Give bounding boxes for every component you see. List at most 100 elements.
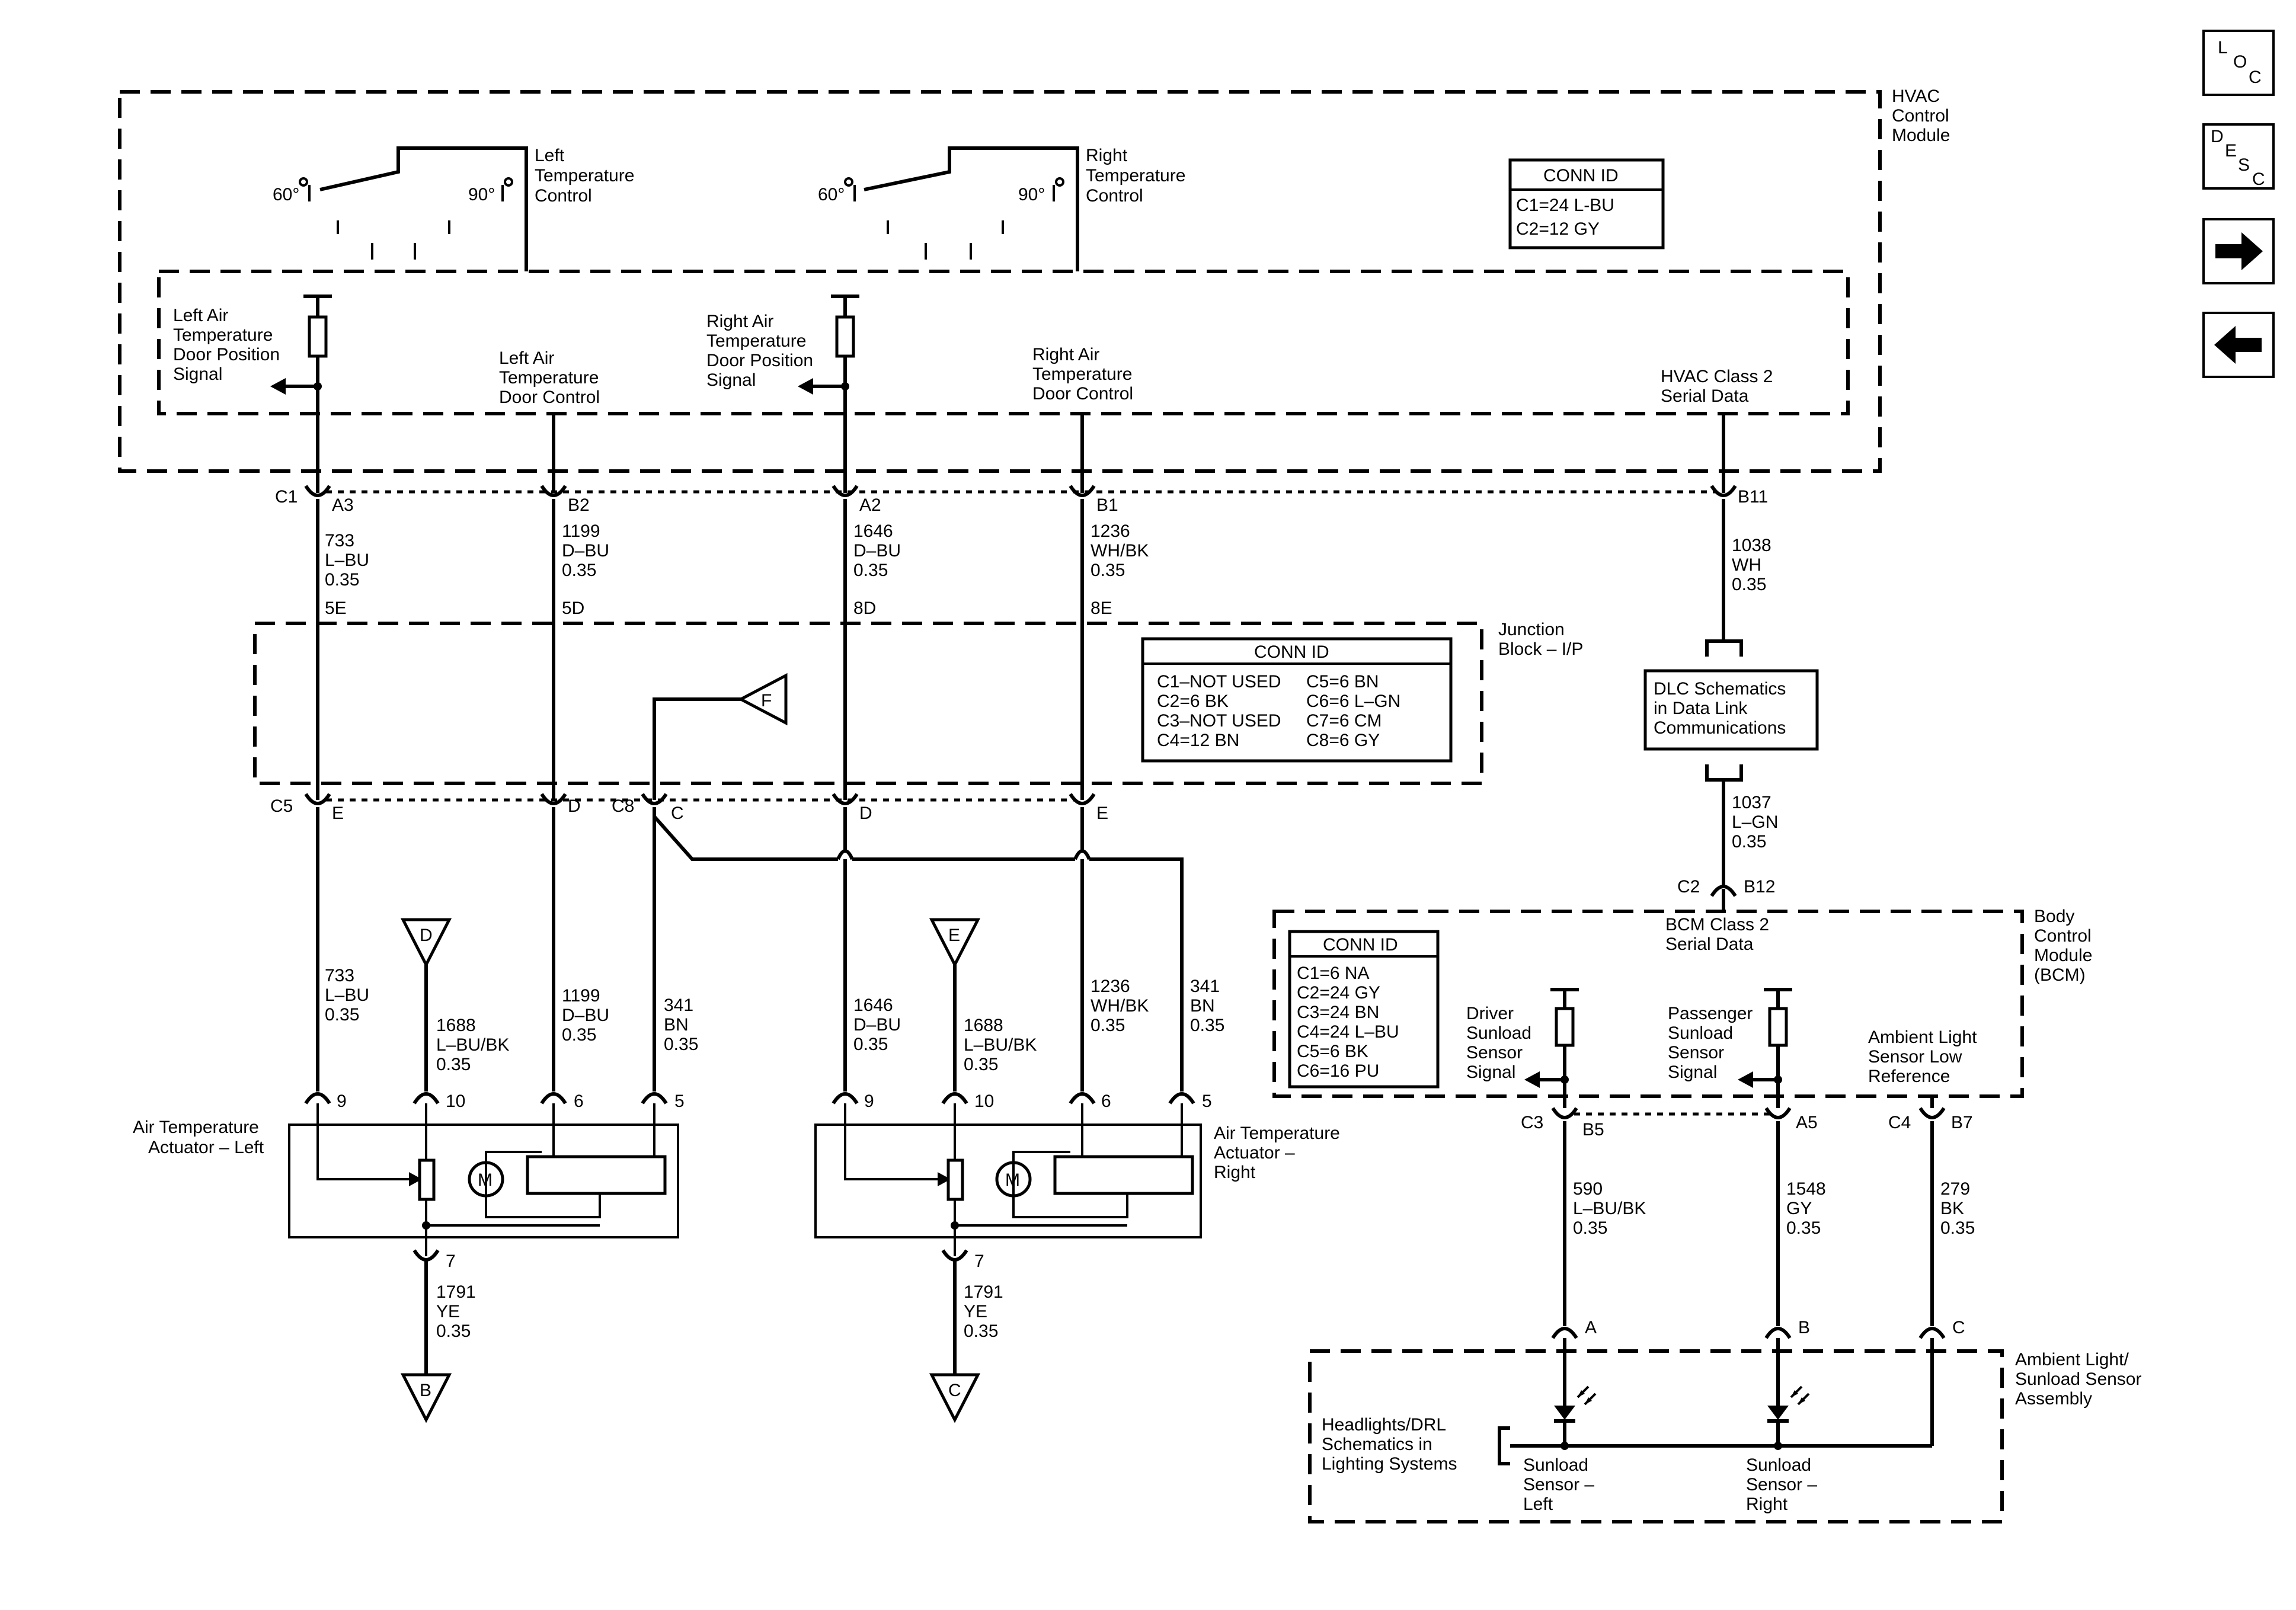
right-door-control-label: Right Air Temperature Door Control bbox=[1032, 345, 1133, 404]
svg-text:1199: 1199 bbox=[562, 521, 600, 541]
svg-text:C2=12 GY: C2=12 GY bbox=[1516, 219, 1600, 239]
svg-text:0.35: 0.35 bbox=[1786, 1218, 1821, 1238]
dlc-reference: DLC Schematics in Data Link Communicatio… bbox=[1643, 639, 1819, 911]
svg-text:0.35: 0.35 bbox=[1732, 832, 1766, 852]
svg-text:B11: B11 bbox=[1738, 487, 1768, 507]
svg-text:590: 590 bbox=[1573, 1179, 1603, 1199]
svg-text:1791: 1791 bbox=[964, 1282, 1003, 1302]
svg-text:Right: Right bbox=[1214, 1163, 1256, 1182]
jb-conn-id-table: CONN ID C1–NOT USED C2=6 BK C3–NOT USED … bbox=[1141, 637, 1453, 763]
hvac-conn-id-table: CONN ID C1=24 L-BU C2=12 GY bbox=[1508, 158, 1665, 249]
svg-text:279: 279 bbox=[1940, 1179, 1970, 1199]
svg-text:C1=24 L-BU: C1=24 L-BU bbox=[1516, 196, 1614, 215]
svg-text:Block – I/P: Block – I/P bbox=[1498, 639, 1583, 659]
svg-text:Temperature: Temperature bbox=[1032, 364, 1132, 384]
previous-button[interactable] bbox=[2202, 312, 2275, 378]
svg-text:Door Control: Door Control bbox=[1032, 384, 1133, 404]
svg-text:D: D bbox=[420, 926, 433, 945]
air-temperature-actuator-left: 9 10 6 5 Air Temperature Actuator – Left… bbox=[133, 1092, 685, 1423]
right-arrow-icon bbox=[2215, 232, 2263, 270]
offpage-e: E bbox=[929, 918, 981, 1092]
svg-text:1646: 1646 bbox=[853, 521, 893, 541]
svg-text:D: D bbox=[568, 796, 581, 816]
svg-text:L–GN: L–GN bbox=[1732, 812, 1778, 832]
hvac-class2-label: HVAC Class 2 Serial Data bbox=[1661, 367, 1773, 406]
svg-text:Temperature: Temperature bbox=[173, 325, 273, 345]
svg-text:A: A bbox=[1585, 1318, 1597, 1337]
hvac-c1-connector: C1 A3 B2 A2 B1 B11 bbox=[275, 485, 1768, 515]
svg-text:Temperature: Temperature bbox=[1086, 166, 1185, 185]
svg-text:7: 7 bbox=[446, 1251, 456, 1271]
svg-text:0.35: 0.35 bbox=[964, 1321, 998, 1341]
svg-text:5: 5 bbox=[1202, 1092, 1212, 1111]
svg-text:Passenger: Passenger bbox=[1668, 1004, 1753, 1023]
svg-text:90°: 90° bbox=[468, 185, 495, 204]
svg-text:WH/BK: WH/BK bbox=[1091, 541, 1149, 561]
svg-text:1688: 1688 bbox=[964, 1016, 1003, 1035]
air-temperature-actuator-right: 9 10 6 5 Air Temperature Actuator – Righ… bbox=[814, 1092, 1340, 1423]
svg-text:5D: 5D bbox=[562, 598, 584, 618]
svg-text:733: 733 bbox=[325, 966, 354, 985]
left-door-position-signal: Left Air Temperature Door Position Signa… bbox=[173, 295, 332, 493]
svg-text:Right Air: Right Air bbox=[706, 312, 773, 331]
svg-text:Communications: Communications bbox=[1654, 718, 1786, 738]
svg-text:WH: WH bbox=[1732, 555, 1761, 575]
svg-text:C3=24 BN: C3=24 BN bbox=[1297, 1003, 1379, 1022]
svg-text:Left: Left bbox=[535, 146, 565, 165]
svg-text:Serial Data: Serial Data bbox=[1665, 934, 1754, 954]
svg-text:C7=6 CM: C7=6 CM bbox=[1306, 711, 1382, 731]
svg-text:Right: Right bbox=[1086, 146, 1128, 165]
svg-text:D–BU: D–BU bbox=[853, 541, 901, 561]
svg-text:O: O bbox=[2233, 52, 2247, 72]
svg-text:C4: C4 bbox=[1888, 1113, 1911, 1132]
offpage-d: D bbox=[400, 918, 452, 1092]
svg-text:10: 10 bbox=[446, 1092, 465, 1111]
svg-text:(BCM): (BCM) bbox=[2034, 965, 2086, 985]
svg-text:Reference: Reference bbox=[1868, 1067, 1950, 1086]
offpage-f-icon bbox=[737, 673, 788, 726]
svg-text:0.35: 0.35 bbox=[964, 1055, 998, 1074]
svg-text:Lighting Systems: Lighting Systems bbox=[1322, 1454, 1457, 1474]
svg-text:7: 7 bbox=[974, 1251, 984, 1271]
svg-text:C1: C1 bbox=[275, 487, 298, 507]
bcm-conn-id-table: CONN ID C1=6 NA C2=24 GY C3=24 BN C4=24 … bbox=[1288, 930, 1440, 1089]
svg-text:0.35: 0.35 bbox=[562, 561, 596, 580]
svg-text:Module: Module bbox=[1892, 126, 1950, 145]
next-button[interactable] bbox=[2202, 218, 2275, 284]
svg-text:1646: 1646 bbox=[853, 996, 893, 1015]
svg-text:0.35: 0.35 bbox=[562, 1025, 596, 1045]
loc-button[interactable]: L O C bbox=[2202, 30, 2275, 96]
svg-text:CONN ID: CONN ID bbox=[1323, 935, 1398, 955]
svg-text:C: C bbox=[948, 1381, 961, 1400]
svg-text:Ambient Light/: Ambient Light/ bbox=[2015, 1350, 2129, 1369]
svg-text:C1–NOT USED: C1–NOT USED bbox=[1157, 672, 1281, 692]
svg-text:C4=24 L–BU: C4=24 L–BU bbox=[1297, 1022, 1399, 1042]
svg-text:C5=6 BK: C5=6 BK bbox=[1297, 1042, 1368, 1061]
hvac-control-module: HVAC Control Module 60° 90° Left Tempera… bbox=[118, 87, 1950, 493]
svg-text:6: 6 bbox=[1101, 1092, 1111, 1111]
svg-text:C2: C2 bbox=[1677, 877, 1700, 897]
svg-text:Serial Data: Serial Data bbox=[1661, 386, 1749, 406]
svg-text:Headlights/DRL: Headlights/DRL bbox=[1322, 1415, 1446, 1435]
svg-text:60°: 60° bbox=[818, 185, 845, 204]
svg-text:0.35: 0.35 bbox=[436, 1055, 471, 1074]
svg-text:Driver: Driver bbox=[1466, 1004, 1514, 1023]
right-door-position-signal: Right Air Temperature Door Position Sign… bbox=[706, 295, 859, 493]
left-door-control-label: Left Air Temperature Door Control bbox=[499, 348, 600, 407]
svg-text:Signal: Signal bbox=[1668, 1062, 1717, 1082]
svg-text:0.35: 0.35 bbox=[1091, 561, 1125, 580]
right-temperature-control: 60° 90° Right Temperature Control bbox=[818, 146, 1185, 271]
svg-text:1037: 1037 bbox=[1732, 793, 1771, 812]
svg-text:733: 733 bbox=[325, 531, 354, 550]
svg-text:B1: B1 bbox=[1096, 495, 1118, 515]
desc-button[interactable]: D E S C bbox=[2202, 123, 2275, 190]
svg-text:0.35: 0.35 bbox=[325, 570, 359, 590]
svg-text:60°: 60° bbox=[273, 185, 299, 204]
svg-text:Signal: Signal bbox=[706, 370, 756, 390]
svg-text:L–BU/BK: L–BU/BK bbox=[964, 1035, 1037, 1055]
light-rays-icon-right bbox=[1790, 1385, 1810, 1406]
svg-text:BCM Class 2: BCM Class 2 bbox=[1665, 915, 1769, 934]
svg-text:1236: 1236 bbox=[1091, 977, 1130, 996]
svg-text:Door Control: Door Control bbox=[499, 388, 600, 407]
svg-text:Signal: Signal bbox=[173, 364, 222, 384]
